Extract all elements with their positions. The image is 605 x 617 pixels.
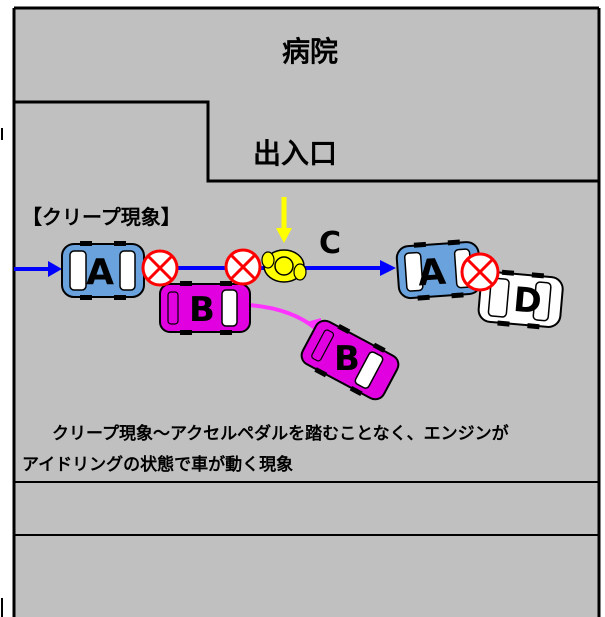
- hospital-label: 病院: [282, 35, 338, 68]
- path-arrow-left: [14, 261, 62, 277]
- collision-marker-2: [224, 248, 262, 286]
- hospital-wall: [14, 100, 599, 183]
- creep-title: 【クリープ現象】: [22, 205, 181, 229]
- car-a-end-label: A: [417, 252, 448, 295]
- car-b-end-label: B: [334, 339, 360, 379]
- pedestrian-arrow: [276, 197, 292, 243]
- description-line-1: クリープ現象～アクセルペダルを踏むことなく、エンジンが: [52, 423, 509, 444]
- car-b-start-label: B: [189, 290, 215, 330]
- car-a-end: A: [395, 239, 482, 301]
- car-a-start-label: A: [86, 252, 114, 293]
- entrance-label: 出入口: [253, 137, 337, 170]
- pedestrian-c: [261, 249, 307, 283]
- car-d: D: [477, 269, 564, 330]
- collision-marker-1: [141, 249, 179, 287]
- pedestrian-label: C: [319, 226, 341, 261]
- car-d-label: D: [512, 280, 544, 322]
- car-a-start: A: [61, 241, 145, 300]
- description-line-2: アイドリングの状態で車が動く現象: [22, 454, 293, 475]
- car-b-start: B: [159, 281, 251, 335]
- car-b-end: [300, 319, 400, 401]
- collision-marker-3: [460, 252, 500, 292]
